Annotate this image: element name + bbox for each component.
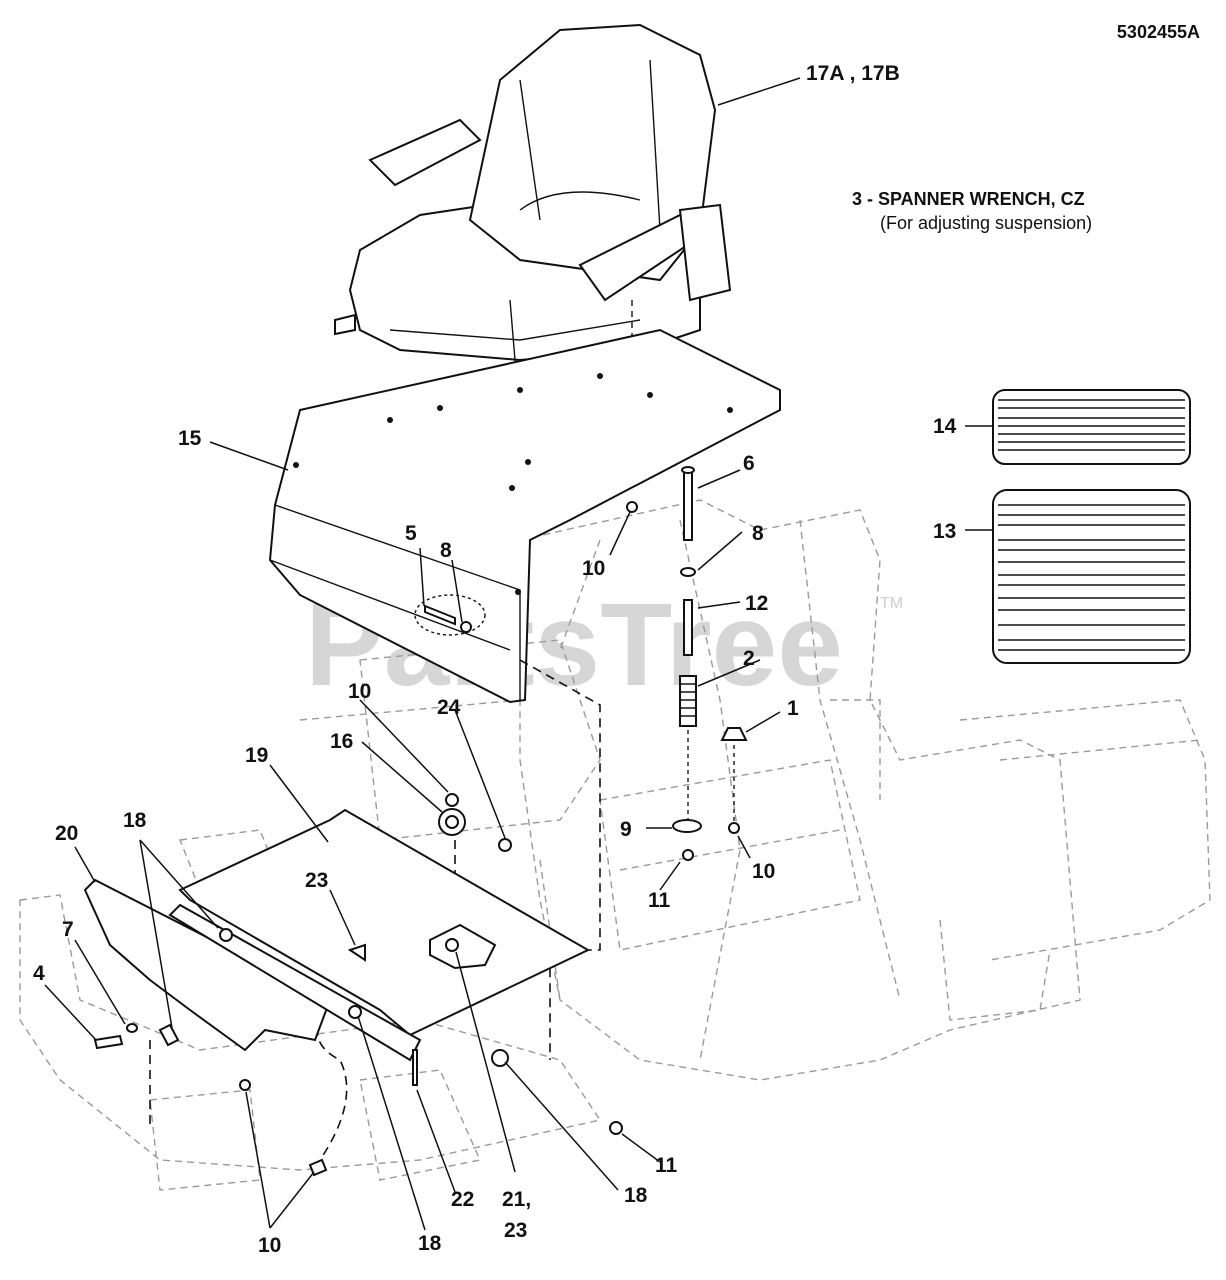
watermark-tm: TM — [880, 595, 903, 612]
callout-11-lower: 11 — [655, 1154, 678, 1177]
suspension-parts — [626, 466, 748, 861]
callout-16: 16 — [330, 730, 353, 753]
seat-pan — [268, 328, 781, 704]
callout-8-left: 8 — [440, 539, 452, 562]
callout-2: 2 — [743, 647, 755, 670]
callout-18-right: 18 — [624, 1184, 648, 1207]
callout-17: 17A , 17B — [806, 62, 900, 85]
callout-4: 4 — [33, 962, 45, 985]
decal-13 — [992, 489, 1191, 664]
callout-24: 24 — [437, 696, 461, 719]
callout-18-bottom: 18 — [418, 1232, 442, 1255]
note-title: 3 - SPANNER WRENCH, CZ — [852, 189, 1085, 209]
step-panel — [83, 878, 623, 1177]
callout-12: 12 — [745, 592, 768, 615]
callout-13: 13 — [933, 520, 956, 543]
callout-10-upper: 10 — [348, 680, 371, 703]
callout-10-pan: 10 — [582, 557, 605, 580]
tractor-frame — [19, 499, 1211, 1191]
callout-6: 6 — [743, 452, 755, 475]
callout-labels: 17A , 17B 15 14 13 6 8 10 5 8 12 2 1 10 … — [33, 62, 957, 1257]
drawing-number: 5302455A — [1117, 22, 1200, 42]
callout-8-right: 8 — [752, 522, 764, 545]
callout-21: 21, — [502, 1188, 531, 1211]
floor-plate — [178, 793, 591, 1037]
callout-15: 15 — [178, 427, 202, 450]
leader-lines — [44, 77, 992, 1231]
callout-1: 1 — [787, 697, 799, 720]
callout-5: 5 — [405, 522, 417, 545]
callout-11-upper: 11 — [648, 889, 671, 912]
callout-10-bottom: 10 — [258, 1234, 281, 1257]
callout-10-right: 10 — [752, 860, 775, 883]
callout-22: 22 — [451, 1188, 474, 1211]
seat-assembly — [334, 23, 732, 421]
callout-20: 20 — [55, 822, 78, 845]
callout-18-left: 18 — [123, 809, 147, 832]
callout-19: 19 — [245, 744, 268, 767]
callout-14: 14 — [933, 415, 957, 438]
callout-23: 23 — [305, 869, 328, 892]
decal-14 — [992, 389, 1191, 465]
note-subtitle: (For adjusting suspension) — [880, 213, 1092, 233]
callout-7: 7 — [62, 918, 74, 941]
callout-9: 9 — [620, 818, 632, 841]
callout-21-23: 23 — [504, 1219, 527, 1242]
